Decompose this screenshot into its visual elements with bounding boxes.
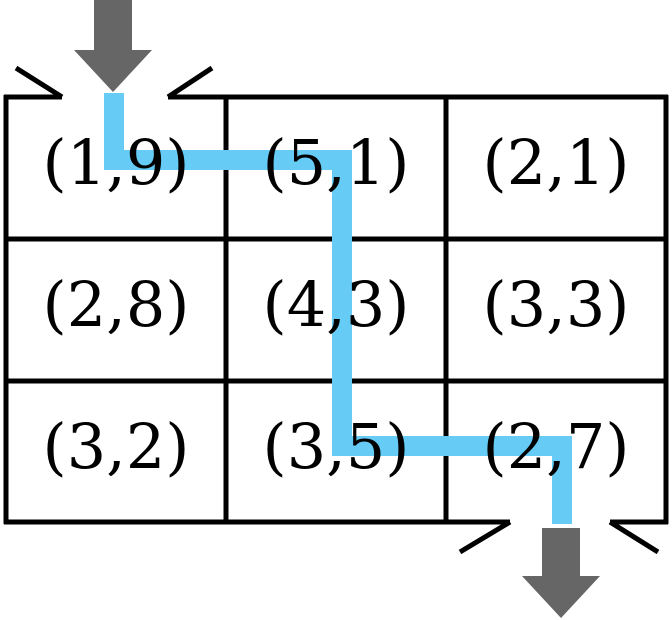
gate-marks bbox=[14, 65, 660, 555]
solution-path bbox=[104, 93, 572, 524]
cell-r3-c3: (2,7) bbox=[483, 410, 630, 483]
cell-labels: (1,9) (5,1) (2,1) (2,8) (4,3) (3,3) (3,2… bbox=[43, 126, 630, 483]
cell-r2-c3: (3,3) bbox=[483, 268, 630, 341]
cell-r1-c2: (5,1) bbox=[263, 126, 410, 199]
cell-r2-c1: (2,8) bbox=[43, 268, 190, 341]
down-arrow-icon bbox=[522, 528, 600, 618]
entry-mark-left bbox=[14, 65, 64, 100]
exit-mark-right bbox=[608, 519, 660, 555]
exit-mark-left bbox=[458, 519, 512, 555]
cell-r3-c1: (3,2) bbox=[43, 410, 190, 483]
cell-r2-c2: (4,3) bbox=[263, 268, 410, 341]
entry-mark-right bbox=[166, 65, 214, 100]
cell-r3-c2: (3,5) bbox=[263, 410, 410, 483]
cell-r1-c3: (2,1) bbox=[483, 126, 630, 199]
cell-r1-c1: (1,9) bbox=[43, 126, 190, 199]
down-arrow-icon bbox=[74, 0, 152, 92]
